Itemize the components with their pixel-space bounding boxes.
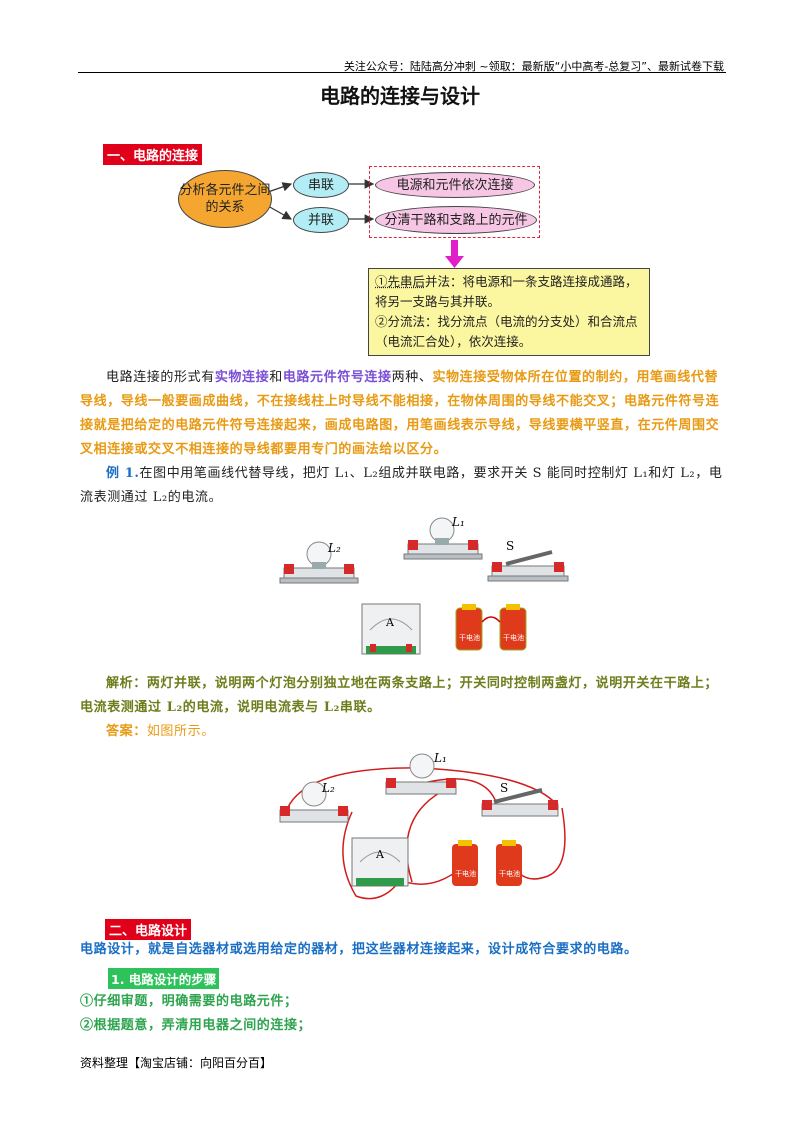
down-arrow-icon xyxy=(445,240,464,268)
battery-1 xyxy=(455,604,483,651)
header-divider xyxy=(78,72,726,73)
answer-bulb-l2 xyxy=(279,781,349,823)
example-text: 在图中用笔画线代替导线，把灯 L₁、L₂组成并联电路，要求开关 S 能同时控制灯… xyxy=(80,466,723,505)
answer-battery-1 xyxy=(452,840,478,886)
example-label: 例 1. xyxy=(106,466,140,481)
switch-s xyxy=(487,550,569,582)
design-steps-heading: 1. 电路设计的步骤 xyxy=(108,968,220,989)
para-highlight-symbol: 电路元件符号连接 xyxy=(282,370,392,385)
answer-s-label: S xyxy=(500,781,508,795)
connection-paragraph: 电路连接的形式有实物连接和电路元件符号连接两种、实物连接受物体所在位置的制约，用… xyxy=(80,366,728,462)
ammeter xyxy=(361,603,421,655)
answer-bulb-l1 xyxy=(385,753,457,795)
analysis-label: 解析： xyxy=(106,676,147,691)
arrow-to-parallel xyxy=(267,205,293,220)
para-text-2: 和 xyxy=(269,370,283,385)
l2-label: L₂ xyxy=(327,541,341,555)
series-result-oval: 电源和元件依次连接 xyxy=(375,172,535,198)
analysis-oval: 分析各元件之间的关系 xyxy=(178,170,272,228)
method2-text: ②分流法：找分流点（电流的分支处）和合流点（电流汇合处），依次连接。 xyxy=(375,314,638,349)
page-title: 电路的连接与设计 xyxy=(320,84,480,108)
answer-line: 答案：如图所示。 xyxy=(80,720,728,744)
design-step-2: ②根据题意，弄清用电器之间的连接； xyxy=(80,1014,728,1038)
answer-battery-1-text: 干电池 xyxy=(455,869,476,878)
arrow-to-series xyxy=(267,182,293,193)
bulb-l2 xyxy=(279,541,359,584)
methods-box: ①先串后并法：将电源和一条支路连接成通路，将另一支路与其并联。 ②分流法：找分流… xyxy=(368,268,650,356)
method1-text: 并法：将电源和一条支路连接成通路，将另一支路与其并联。 xyxy=(375,274,638,309)
footer-text: 资料整理【淘宝店铺：向阳百分百】 xyxy=(80,1056,273,1070)
answer-text: 如图所示。 xyxy=(146,724,215,739)
s-label: S xyxy=(506,539,514,553)
answer-label: 答案： xyxy=(106,724,147,739)
battery-2 xyxy=(499,604,527,651)
para-highlight-physical: 实物连接 xyxy=(214,370,270,385)
parallel-result-oval: 分清干路和支路上的元件 xyxy=(375,206,537,234)
result-dashed-box xyxy=(369,166,540,238)
parallel-oval: 并联 xyxy=(293,207,349,233)
para-highlight-rules: 实物连接受物体所在位置的制约，用笔画线代替导线，导线一般要画成曲线，不在接线柱上… xyxy=(80,370,720,457)
components-figure: L₂ L₁ S A 干电池 干电池 xyxy=(279,515,569,655)
answer-l2-label: L₂ xyxy=(321,781,335,795)
series-oval: 串联 xyxy=(293,172,349,198)
method1-mark: ①先串后 xyxy=(375,274,426,289)
para-text-1: 电路连接的形式有 xyxy=(106,370,215,385)
header-text: 关注公众号：陆陆高分冲刺 ~领取：最新版“小中高考-总复习”、最新试卷下载 xyxy=(343,60,724,73)
section-heading-design: 二、电路设计 xyxy=(105,919,192,940)
answer-battery-2-text: 干电池 xyxy=(499,869,520,878)
design-step-1: ①仔细审题，明确需要的电路元件； xyxy=(80,990,728,1014)
answer-ammeter-label: A xyxy=(375,848,385,861)
answer-switch xyxy=(481,788,559,817)
battery-2-text: 干电池 xyxy=(503,633,524,642)
step-2-text: ②根据题意，弄清用电器之间的连接； xyxy=(80,1018,312,1033)
flow-diagram-arrows xyxy=(267,179,464,268)
design-intro: 电路设计，就是自选器材或选用给定的器材，把这些器材连接起来，设计成符合要求的电路… xyxy=(80,938,728,962)
answer-battery-2 xyxy=(496,840,522,886)
design-intro-text: 电路设计，就是自选器材或选用给定的器材，把这些器材连接起来，设计成符合要求的电路… xyxy=(80,942,638,957)
section-heading-connection: 一、电路的连接 xyxy=(103,144,203,165)
answer-l1-label: L₁ xyxy=(433,751,447,765)
bulb-l1 xyxy=(403,517,483,560)
example-1: 例 1.在图中用笔画线代替导线，把灯 L₁、L₂组成并联电路，要求开关 S 能同… xyxy=(80,462,728,510)
analysis-paragraph: 解析：两灯并联，说明两个灯泡分别独立地在两条支路上；开关同时控制两盏灯，说明开关… xyxy=(80,672,728,720)
ammeter-label: A xyxy=(385,616,395,629)
analysis-text: 两灯并联，说明两个灯泡分别独立地在两条支路上；开关同时控制两盏灯，说明开关在干路… xyxy=(80,676,719,715)
answer-circuit-figure: L₂ L₁ S A 干电池 干电池 xyxy=(279,751,566,900)
para-text-3: 两种、 xyxy=(391,370,433,385)
battery-1-text: 干电池 xyxy=(459,633,480,642)
l1-label: L₁ xyxy=(451,515,465,529)
step-1-text: ①仔细审题，明确需要的电路元件； xyxy=(80,994,298,1009)
answer-ammeter xyxy=(351,837,409,887)
